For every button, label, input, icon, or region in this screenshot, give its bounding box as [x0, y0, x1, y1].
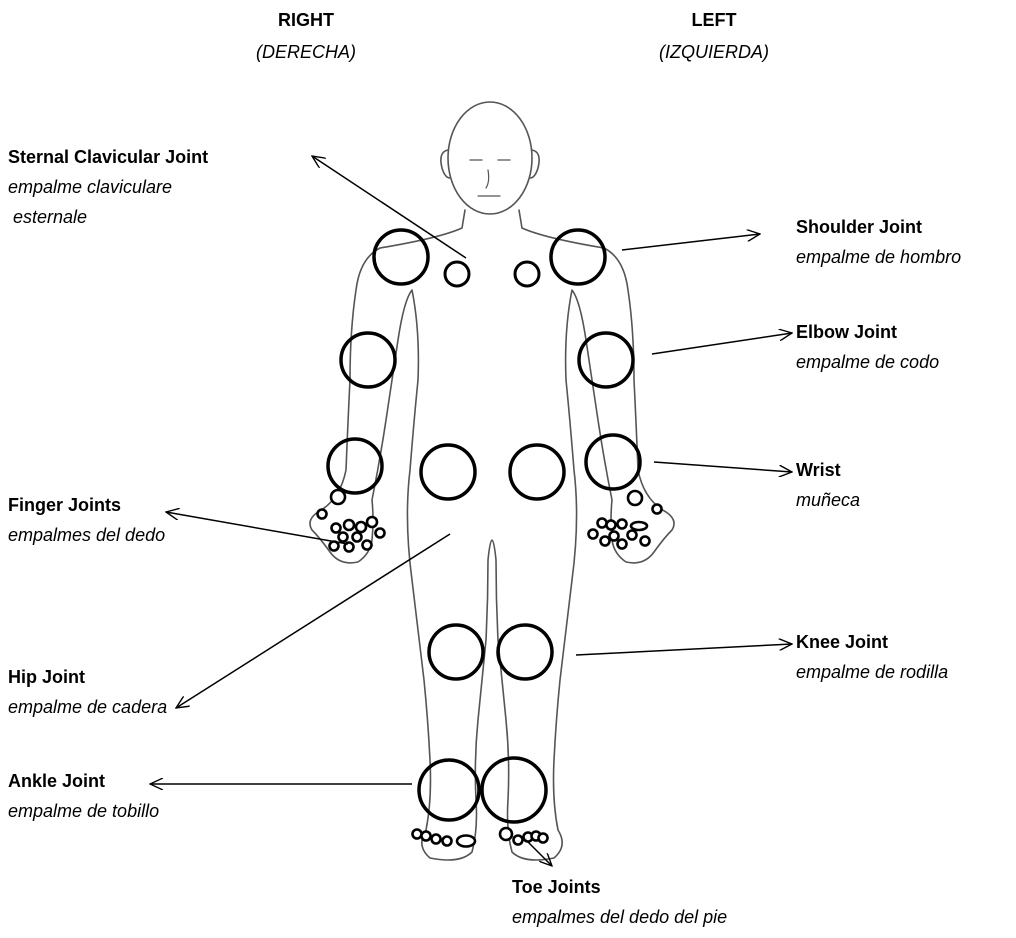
joint-marker-shoulder-right [374, 230, 428, 284]
joint-name: Sternal Clavicular Joint [8, 142, 208, 172]
finger-joint-marker [607, 521, 616, 530]
arrow-wrist [654, 462, 792, 472]
joint-translation: empalme de codo [796, 347, 939, 377]
toe-joint-marker [432, 835, 441, 844]
finger-joint-marker [631, 522, 647, 530]
toe-joint-marker [539, 834, 548, 843]
joint-translation: empalmes del dedo [8, 520, 165, 550]
joint-name: Hip Joint [8, 662, 167, 692]
joint-marker-elbow-right [341, 333, 395, 387]
finger-joint-marker [332, 524, 341, 533]
head-outline [448, 102, 532, 214]
arrow-toe [526, 840, 552, 866]
joint-marker-knee-left [498, 625, 552, 679]
joint-translation: empalme de cadera [8, 692, 167, 722]
label-wrist: Wrist muñeca [796, 455, 860, 515]
joint-name: Elbow Joint [796, 317, 939, 347]
joint-translation: empalme de hombro [796, 242, 961, 272]
label-shoulder: Shoulder Joint empalme de hombro [796, 212, 961, 272]
finger-joint-marker [367, 517, 377, 527]
finger-joint-marker [628, 531, 637, 540]
joint-name: Knee Joint [796, 627, 948, 657]
joint-translation: esternale [8, 202, 208, 232]
finger-joint-marker [344, 520, 354, 530]
finger-joint-marker [641, 537, 650, 546]
joint-translation: empalme de rodilla [796, 657, 948, 687]
finger-joint-marker [601, 537, 610, 546]
finger-joint-marker [618, 520, 627, 529]
joint-marker-hip-left [510, 445, 564, 499]
joint-marker-sternal-right [445, 262, 469, 286]
toe-joint-marker [500, 828, 512, 840]
finger-joint-marker [356, 522, 366, 532]
toe-joint-marker [443, 837, 452, 846]
arrow-elbow [652, 333, 792, 354]
joint-marker-knee-right [429, 625, 483, 679]
arrow-hip [176, 534, 450, 708]
finger-joint-marker [353, 533, 362, 542]
small-joint-markers [318, 490, 662, 847]
body-outline [310, 102, 674, 860]
label-hip: Hip Joint empalme de cadera [8, 662, 167, 722]
joint-marker-wrist-left [586, 435, 640, 489]
label-elbow: Elbow Joint empalme de codo [796, 317, 939, 377]
toe-joint-marker [422, 832, 431, 841]
face-outline [470, 160, 510, 196]
leader-arrows [150, 156, 792, 866]
finger-joint-marker [628, 491, 642, 505]
joint-name: Ankle Joint [8, 766, 159, 796]
joint-name: Toe Joints [512, 872, 727, 902]
toe-joint-marker [413, 830, 422, 839]
finger-joint-marker [598, 519, 607, 528]
finger-joint-marker [618, 540, 627, 549]
joint-name: Shoulder Joint [796, 212, 961, 242]
finger-joint-marker [589, 530, 598, 539]
joint-marker-hip-right [421, 445, 475, 499]
joint-marker-ankle-right [419, 760, 479, 820]
joint-translation: empalme claviculare [8, 172, 208, 202]
joint-marker-wrist-right [328, 439, 382, 493]
finger-joint-marker [331, 490, 345, 504]
arrow-knee [576, 644, 792, 655]
joint-translation: muñeca [796, 485, 860, 515]
joint-translation: empalme de tobillo [8, 796, 159, 826]
joint-marker-elbow-left [579, 333, 633, 387]
toe-joint-marker [457, 836, 475, 847]
finger-joint-marker [318, 510, 327, 519]
label-ankle: Ankle Joint empalme de tobillo [8, 766, 159, 826]
toe-joint-marker [514, 836, 523, 845]
label-knee: Knee Joint empalme de rodilla [796, 627, 948, 687]
joint-name: Finger Joints [8, 490, 165, 520]
joint-marker-sternal-left [515, 262, 539, 286]
finger-joint-marker [339, 533, 348, 542]
finger-joint-marker [610, 532, 619, 541]
label-toe: Toe Joints empalmes del dedo del pie [512, 872, 727, 932]
arrow-shoulder [622, 234, 760, 250]
finger-joint-marker [363, 541, 372, 550]
label-finger: Finger Joints empalmes del dedo [8, 490, 165, 550]
joint-marker-shoulder-left [551, 230, 605, 284]
joint-name: Wrist [796, 455, 860, 485]
finger-joint-marker [653, 505, 662, 514]
label-sternal-clavicular: Sternal Clavicular Joint empalme clavicu… [8, 142, 208, 232]
joint-translation: empalmes del dedo del pie [512, 902, 727, 932]
joint-marker-ankle-left [482, 758, 546, 822]
finger-joint-marker [376, 529, 385, 538]
